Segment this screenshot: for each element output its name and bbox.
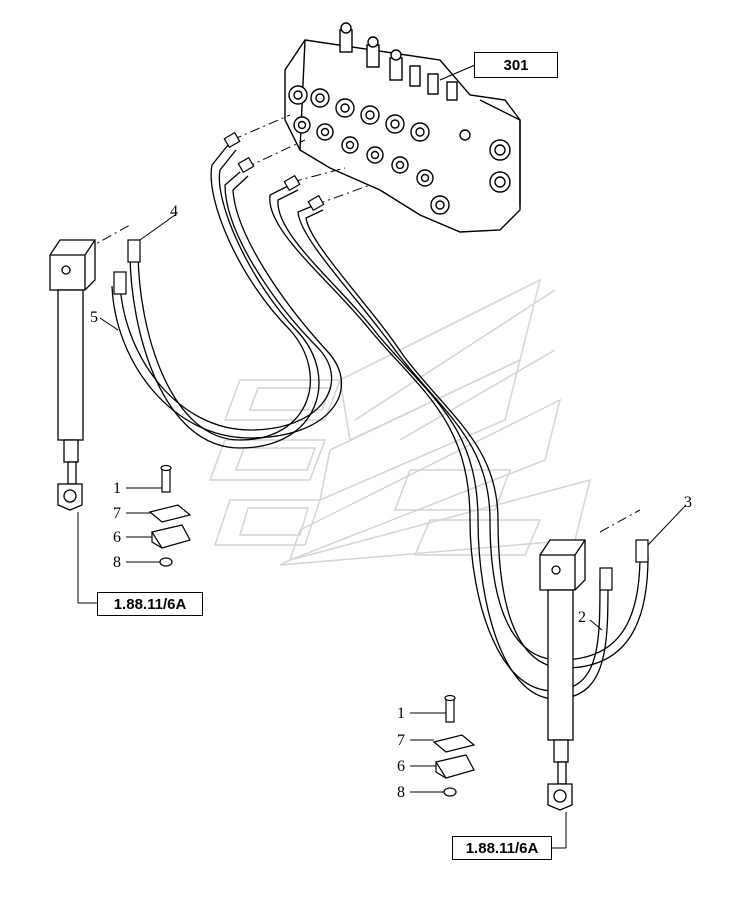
valve-ports xyxy=(288,85,511,215)
callout-right-bolt: 1 xyxy=(397,705,405,722)
callout-left-clamp: 6 xyxy=(113,529,121,546)
control-valve xyxy=(284,22,521,233)
callout-left-hose-inner: 4 xyxy=(170,203,178,220)
callout-left-nut: 8 xyxy=(113,554,121,571)
callout-leaders xyxy=(77,214,687,849)
left-clamp-hardware xyxy=(148,464,192,567)
hoses xyxy=(111,144,649,700)
valve-ref-box[interactable]: 301 xyxy=(474,52,558,78)
callout-left-bolt: 1 xyxy=(113,480,121,497)
valve-spools xyxy=(339,22,458,101)
callout-right-hose-inner: 2 xyxy=(578,609,586,626)
watermark-logo xyxy=(208,278,592,566)
callout-right-plate: 7 xyxy=(397,732,405,749)
right-cylinder xyxy=(539,539,586,811)
callout-right-nut: 8 xyxy=(397,784,405,801)
valve-ref-leader xyxy=(439,64,476,81)
right-clamp-hardware xyxy=(432,694,476,797)
callout-left-plate: 7 xyxy=(113,505,121,522)
left-cylinder xyxy=(49,239,96,511)
callout-right-hose-outer: 3 xyxy=(684,494,692,511)
hose-fittings xyxy=(113,131,649,591)
callout-left-hose-outer: 5 xyxy=(90,309,98,326)
callout-right-clamp: 6 xyxy=(397,758,405,775)
left-cylinder-ref-box[interactable]: 1.88.11/6A xyxy=(97,592,203,616)
right-cylinder-ref-box[interactable]: 1.88.11/6A xyxy=(452,836,552,860)
